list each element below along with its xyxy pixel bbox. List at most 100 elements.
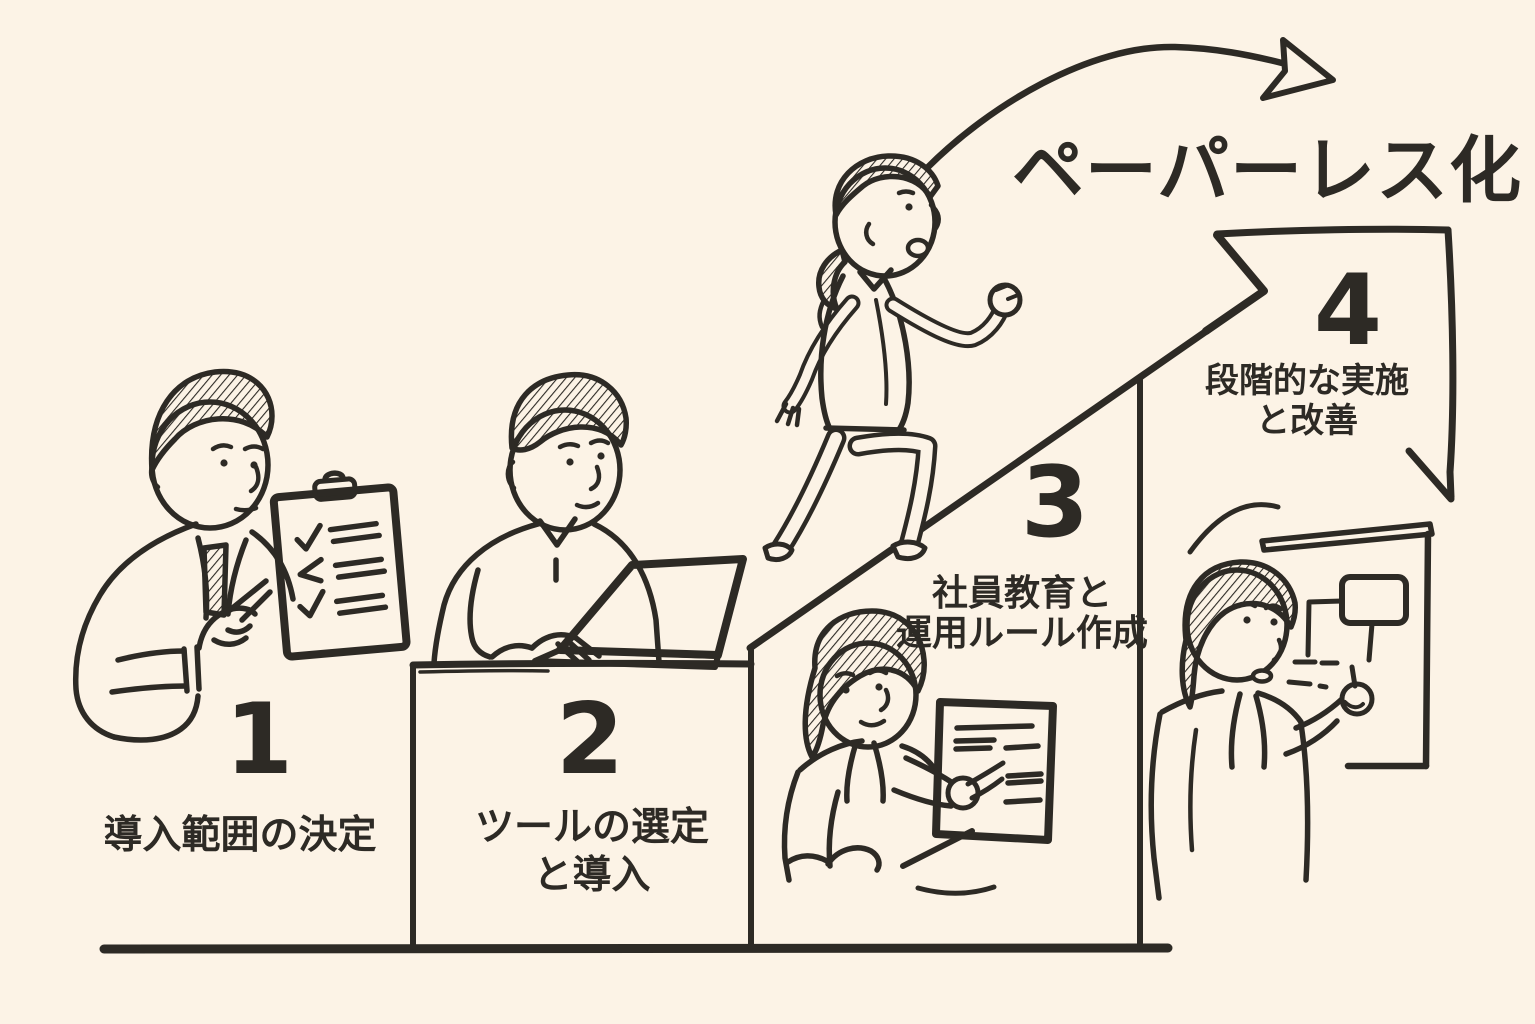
whiteboard-diagram xyxy=(1286,574,1409,690)
woman3-pen xyxy=(900,828,975,869)
whiteboard-connector-left xyxy=(1305,598,1345,658)
clipboard-clip xyxy=(312,476,358,502)
woman3-hand-left xyxy=(825,845,882,873)
step-3-label-line-1: 社員教育と xyxy=(931,573,1113,614)
woman4-index-finger xyxy=(1349,664,1358,689)
man2-brow-left xyxy=(557,442,581,450)
step2-top-edge-rough xyxy=(418,668,550,674)
man1-mouth xyxy=(233,505,259,513)
step-2-label-line-2: と導入 xyxy=(533,853,651,898)
step4-banner-right-edge xyxy=(1444,226,1457,501)
man2-arm-left xyxy=(467,567,493,660)
runner-open-mouth xyxy=(905,237,931,259)
man2-hair xyxy=(508,372,629,453)
staircase-arrowhead-chevron xyxy=(1202,231,1268,335)
man2-body xyxy=(431,516,662,666)
step3-woman-figure xyxy=(781,608,1057,896)
man1-sleeve-bottom xyxy=(109,683,189,695)
training-document xyxy=(932,698,1057,844)
runner-ponytail-wisp xyxy=(817,297,827,330)
down-arrowhead-barb xyxy=(1405,447,1455,503)
woman3-hair xyxy=(802,608,927,760)
curved-arrow-to-title-icon xyxy=(923,37,1336,172)
whiteboard-box xyxy=(1339,574,1409,626)
laptop-keyboard xyxy=(532,647,721,670)
runner-back-foot xyxy=(762,541,795,563)
man2-nose xyxy=(588,464,602,492)
woman3-brow-left xyxy=(834,671,856,679)
step-4-label: 段階的な実施 と改善 xyxy=(1205,361,1409,441)
whiteboard-right-edge xyxy=(1422,530,1432,770)
man1-brow-left xyxy=(210,443,234,452)
running-woman-figure xyxy=(762,153,1023,563)
baseline xyxy=(99,943,1173,954)
motion-arc-icon xyxy=(1187,502,1281,555)
step2-man-figure xyxy=(431,372,747,670)
woman4-nose xyxy=(1271,637,1284,663)
man2-mouth xyxy=(574,500,601,510)
step-4-number: 4 xyxy=(1313,254,1383,368)
whiteboard-dashes xyxy=(1286,659,1340,690)
runner-back-arm xyxy=(774,294,861,428)
runner-hair xyxy=(832,153,941,218)
clipboard-board xyxy=(269,483,411,661)
step-1-label: 導入範囲の決定 xyxy=(103,813,377,858)
woman4-fist xyxy=(1339,681,1375,717)
laptop xyxy=(532,555,747,670)
runner-front-leg xyxy=(847,431,938,562)
woman4-lapel-right xyxy=(1253,693,1268,770)
woman3-motion-line xyxy=(915,884,997,896)
woman3-mouth xyxy=(858,718,887,728)
man1-thumb xyxy=(211,635,249,647)
runner-brow xyxy=(896,189,916,196)
runner-front-arm xyxy=(884,282,1023,349)
man2-collar xyxy=(537,516,578,548)
woman4-hair xyxy=(1179,559,1298,710)
man2-cuff xyxy=(489,643,535,660)
man1-tie xyxy=(201,542,229,618)
step-3-label-line-2: 運用ルール作成 xyxy=(895,613,1149,654)
woman4-face xyxy=(1236,601,1284,684)
man1-body xyxy=(72,521,296,743)
runner-nose xyxy=(928,202,941,231)
step-2-label-line-1: ツールの選定 xyxy=(474,805,710,850)
document-sheet xyxy=(932,698,1057,844)
woman4-lapel-left xyxy=(1228,691,1243,770)
runner-back-leg xyxy=(762,427,847,563)
woman4-mouth xyxy=(1250,668,1274,684)
man2-brow-right xyxy=(588,438,611,446)
woman3-lapel-left xyxy=(844,740,859,804)
man1-cuff xyxy=(181,644,202,694)
man1-ear xyxy=(148,457,161,490)
whiteboard-connector-down xyxy=(1366,621,1375,663)
step-3-number: 3 xyxy=(1020,446,1090,560)
step1-man-figure xyxy=(72,368,411,743)
clipboard-clip-knob xyxy=(322,470,346,483)
woman3-pointing-arm xyxy=(891,755,1006,811)
step-2-label: ツールの選定 と導入 xyxy=(475,804,709,900)
step-3-label: 社員教育と 運用ルール作成 xyxy=(896,574,1148,654)
clipboard-checklist xyxy=(294,520,389,619)
runner-ear xyxy=(863,221,876,247)
man1-hair xyxy=(148,368,275,473)
woman3-cuff-left xyxy=(785,853,830,865)
whiteboard xyxy=(1259,521,1435,770)
staircase-diagonal-arrow-shaft xyxy=(746,326,1212,652)
woman4-brow-right xyxy=(1263,603,1284,612)
staircase-structure xyxy=(99,225,1457,954)
whiteboard-rail xyxy=(1259,521,1435,553)
woman3-index-finger xyxy=(965,760,1006,801)
man2-ear xyxy=(505,459,517,491)
woman3-face xyxy=(834,668,891,728)
woman3-nose xyxy=(878,687,891,713)
runner-ponytail xyxy=(816,247,848,312)
woman4-brow-left xyxy=(1236,601,1258,609)
step4-woman-figure xyxy=(1148,502,1435,901)
runner-knuckles xyxy=(994,284,1020,301)
woman4-body xyxy=(1148,688,1311,901)
clipboard xyxy=(269,470,411,661)
woman4-thumb xyxy=(1343,700,1365,710)
step-4-label-line-2: と改善 xyxy=(1256,401,1358,441)
